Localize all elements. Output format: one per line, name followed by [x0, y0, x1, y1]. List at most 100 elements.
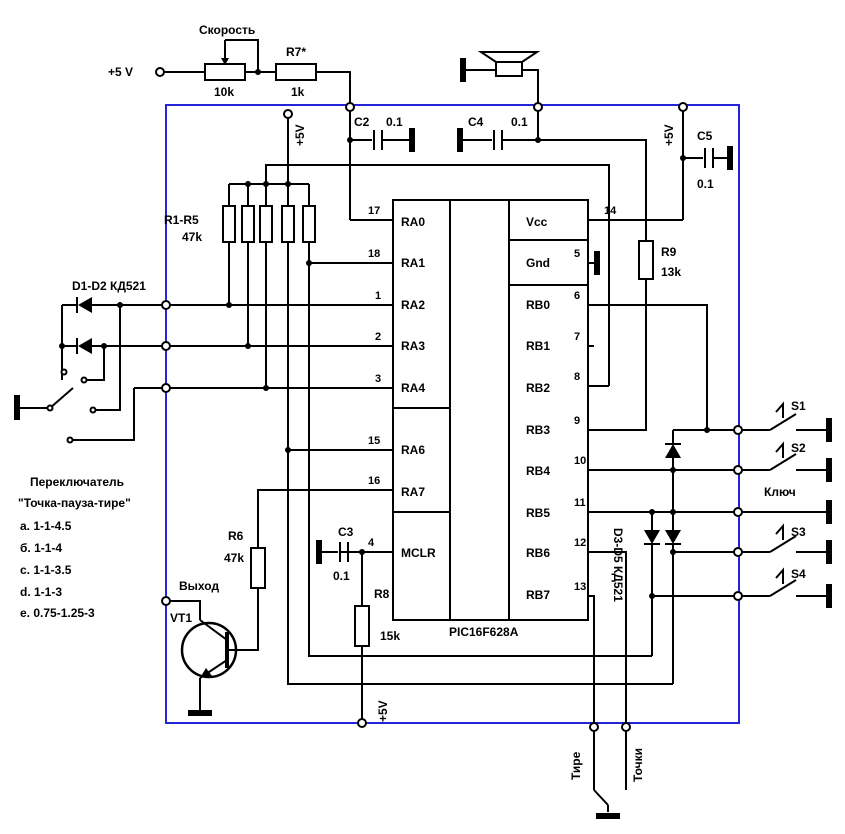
s3-label: S3	[791, 525, 806, 539]
r1r5-label: R1-R5	[164, 213, 199, 227]
diode-d1	[62, 297, 166, 313]
r9-value: 13k	[661, 265, 681, 279]
supply-terminal	[155, 67, 165, 77]
c4-label: C4	[468, 115, 484, 129]
pin-rb0-label: RB0	[526, 298, 550, 312]
r7-label: R7*	[286, 45, 306, 59]
resistor-array: R1-R5 47k	[164, 181, 316, 244]
r7-value: 1k	[291, 85, 305, 99]
key-switch: Ключ	[733, 485, 832, 524]
c5-label: C5	[697, 129, 713, 143]
pin-rb4-label: RB4	[526, 464, 550, 478]
key-label: Ключ	[764, 485, 796, 499]
pin-3-num: 3	[375, 373, 381, 385]
c2-value: 0.1	[386, 115, 403, 129]
chip-name: PIC16F628A	[449, 625, 519, 639]
r8-value: 15k	[380, 629, 400, 643]
v5-label-right: +5V	[662, 124, 676, 146]
pin-rb5-label: RB5	[526, 506, 550, 520]
pin-ra0-label: RA0	[401, 215, 425, 229]
pin-mclr-label: MCLR	[401, 546, 436, 560]
pin-rb6-label: RB6	[526, 546, 550, 560]
pin-ra1-label: RA1	[401, 256, 425, 270]
diode-d2	[62, 338, 166, 354]
c4-value: 0.1	[511, 115, 528, 129]
legend-item-d: d. 1-1-3	[20, 585, 62, 599]
dash-label: Тире	[569, 751, 583, 780]
r8-resistor	[354, 605, 370, 647]
legend-item-a: a. 1-1-4.5	[20, 519, 72, 533]
pin-2-num: 2	[375, 331, 381, 343]
v5-label-top: +5V	[293, 124, 307, 146]
switch-s2: S2	[733, 441, 832, 482]
r1r5-value: 47k	[182, 230, 202, 244]
pin-12-num: 12	[574, 537, 586, 549]
diode-d4	[644, 512, 660, 545]
c2-label: C2	[354, 115, 370, 129]
pin-9-num: 9	[574, 415, 580, 427]
r6-label: R6	[228, 529, 244, 543]
pin-5-num: 5	[574, 248, 580, 260]
legend-item-e: e. 0.75-1.25-3	[20, 606, 95, 620]
supply-label: +5 V	[108, 65, 133, 79]
speed-control: +5 V Скорость 10k R7* 1k	[108, 23, 351, 105]
c5-value: 0.1	[697, 177, 714, 191]
legend-title-1: Переключатель	[30, 475, 124, 489]
switch-s1: S1	[733, 399, 832, 442]
pin-rb2-label: RB2	[526, 381, 550, 395]
pin-13-num: 13	[574, 581, 586, 593]
pin-11-num: 11	[574, 497, 586, 509]
r9-resistor	[638, 240, 654, 280]
r8-label: R8	[374, 587, 390, 601]
r7-resistor	[275, 63, 317, 81]
potentiometer	[204, 63, 246, 81]
pin-18-num: 18	[368, 248, 380, 260]
c3-label: C3	[338, 525, 354, 539]
pin-rb7-label: RB7	[526, 588, 550, 602]
switch-s4: S4	[733, 567, 832, 608]
mode-selector-switch	[14, 368, 97, 444]
v5-label-bottom: +5V	[376, 700, 390, 722]
pin-7-num: 7	[574, 331, 580, 343]
pin-rb1-label: RB1	[526, 339, 550, 353]
diode-d5	[665, 530, 681, 545]
r6-value: 47k	[224, 551, 244, 565]
pin-15-num: 15	[368, 435, 380, 447]
vt1-transistor	[180, 619, 238, 679]
output-label: Выход	[179, 579, 219, 593]
d1d2-label: D1-D2 КД521	[72, 279, 146, 293]
d3d5-label: D3-D5 КД521	[611, 528, 625, 602]
pin-6-num: 6	[574, 290, 580, 302]
pin-16-num: 16	[368, 475, 380, 487]
c3-value: 0.1	[333, 569, 350, 583]
dots-label: Точки	[631, 748, 645, 782]
pot-value: 10k	[214, 85, 234, 99]
legend-title-2: "Точка-пауза-тире"	[18, 496, 131, 510]
pin-ra2-label: RA2	[401, 298, 425, 312]
pin-vcc-label: Vcc	[526, 215, 548, 229]
pin-1-num: 1	[375, 290, 381, 302]
pin-8-num: 8	[574, 371, 580, 383]
r9-label: R9	[661, 245, 677, 259]
pin-4-num: 4	[368, 537, 375, 549]
pin-14-num: 14	[604, 205, 617, 217]
pic-chip: PIC16F628A RA0 RA1 RA2 RA3 RA4 RA6 RA7 M…	[392, 199, 589, 639]
s1-label: S1	[791, 399, 806, 413]
pin-17-num: 17	[368, 205, 380, 217]
vt1-label: VT1	[170, 611, 192, 625]
legend-item-c: c. 1-1-3.5	[20, 563, 72, 577]
r6-resistor	[250, 547, 266, 589]
pin-ra4-label: RA4	[401, 381, 425, 395]
pin-ra7-label: RA7	[401, 485, 425, 499]
switch-s3: S3	[733, 523, 832, 564]
pin-rb3-label: RB3	[526, 423, 550, 437]
pin-ra6-label: RA6	[401, 443, 425, 457]
s2-label: S2	[791, 441, 806, 455]
speed-label: Скорость	[199, 23, 255, 37]
switch-legend: Переключатель "Точка-пауза-тире" a. 1-1-…	[18, 475, 131, 620]
pin-gnd-label: Gnd	[526, 256, 550, 270]
legend-item-b: б. 1-1-4	[20, 541, 62, 555]
pin-ra3-label: RA3	[401, 339, 425, 353]
board-outline	[165, 104, 740, 724]
